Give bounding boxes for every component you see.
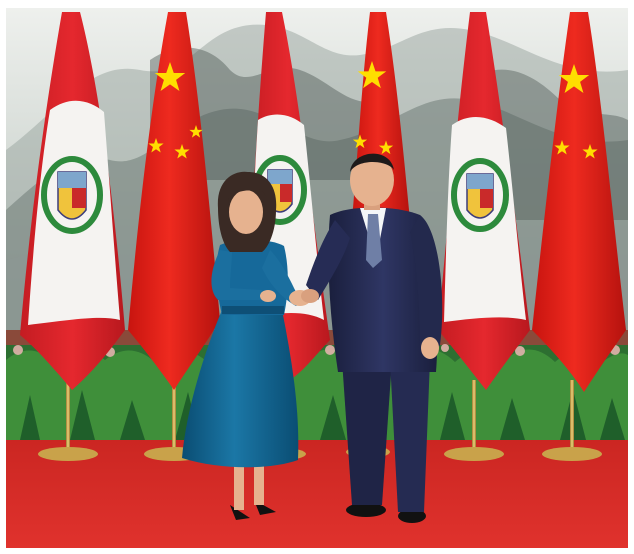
peru-flag-icon <box>20 12 125 390</box>
peru-coat-of-arms-icon <box>451 158 509 232</box>
china-flag-icon <box>128 12 220 390</box>
peru-coat-of-arms-icon <box>41 156 103 234</box>
china-flag-icon <box>532 12 626 392</box>
man-in-navy-suit <box>306 153 443 523</box>
peru-flag-icon <box>438 12 530 390</box>
red-carpet <box>6 430 628 548</box>
handshake <box>289 289 319 306</box>
woman-in-blue-dress <box>182 171 306 520</box>
